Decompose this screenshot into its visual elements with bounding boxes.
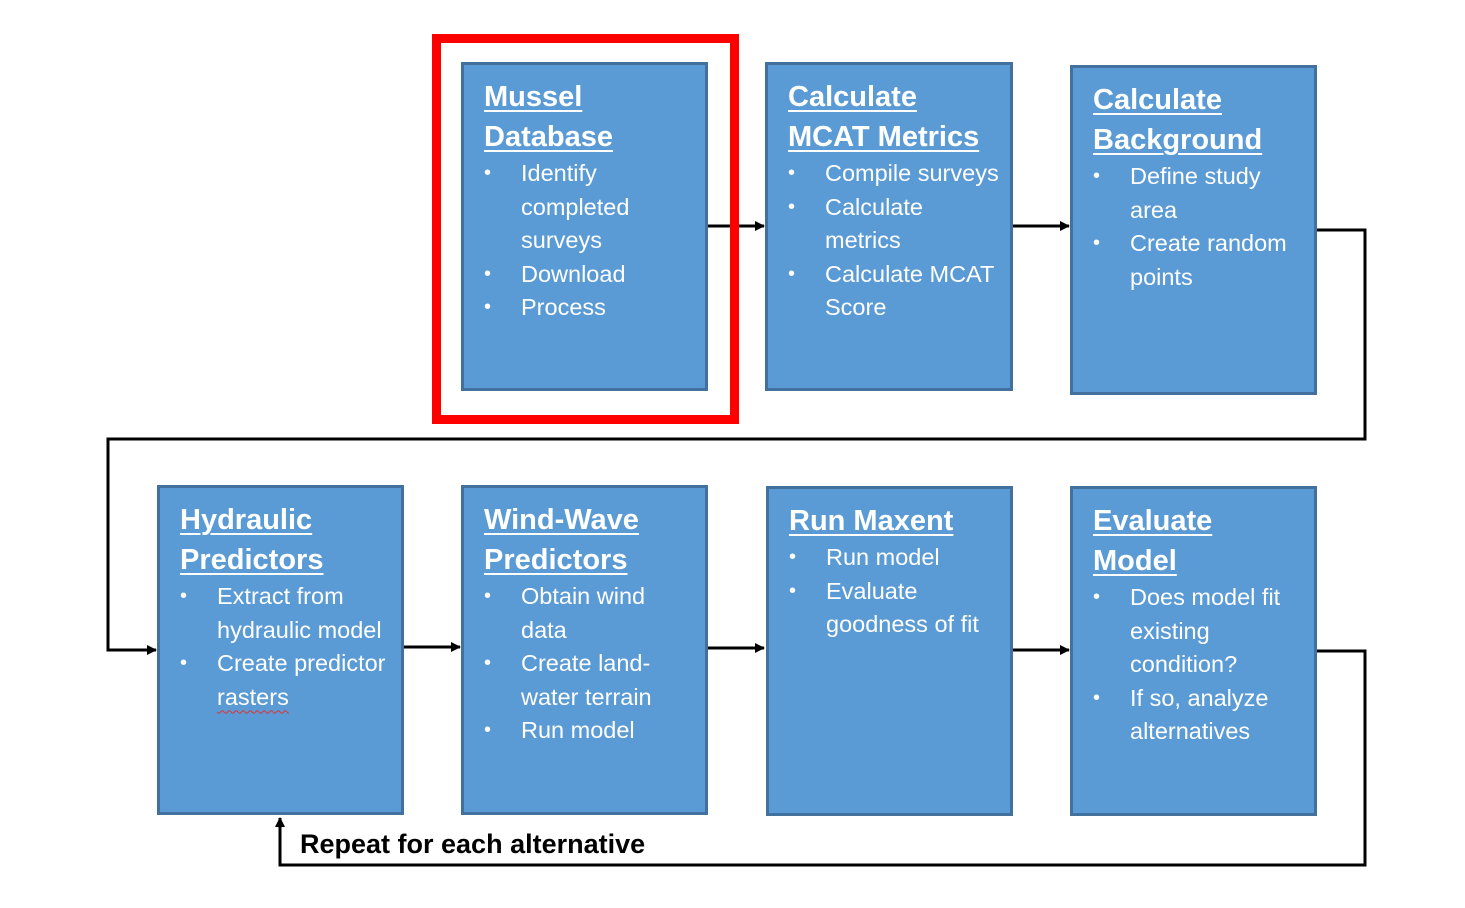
bullet-item: Create land-water terrain: [484, 647, 691, 714]
bullet-list: Run model Evaluate goodness of fit: [789, 541, 996, 642]
bullet-item: Calculate metrics: [788, 191, 1002, 258]
bullet-item: Identify completed surveys: [484, 157, 691, 258]
bullet-item: Obtain wind data: [484, 580, 691, 647]
box-title: Run Maxent: [789, 505, 954, 537]
bullet-item: Extract from hydraulic model: [180, 580, 387, 647]
bullet-list: Identify completed surveys Download Proc…: [484, 157, 691, 325]
bullet-item: Run model: [484, 714, 691, 748]
bullet-list: Compile surveys Calculate metrics Calcul…: [788, 157, 1002, 325]
bullet-list: Define study area Create random points: [1093, 160, 1300, 294]
bullet-list: Does model fit existing condition? If so…: [1093, 581, 1300, 749]
bullet-item: Create random points: [1093, 227, 1300, 294]
spellcheck-word: rasters: [217, 683, 289, 710]
bullet-item: Evaluate goodness of fit: [789, 575, 996, 642]
bullet-item: Define study area: [1093, 160, 1300, 227]
bullet-item: Does model fit existing condition?: [1093, 581, 1300, 682]
bullet-item: Run model: [789, 541, 996, 575]
bullet-item: Compile surveys: [788, 157, 1002, 191]
bullet-item: Calculate MCAT Score: [788, 258, 1002, 325]
bullet-item: Process: [484, 291, 691, 325]
bullet-list: Obtain wind data Create land-water terra…: [484, 580, 691, 748]
loop-label: Repeat for each alternative: [300, 829, 646, 859]
bullet-item: Download: [484, 258, 691, 292]
box-run-maxent: Run Maxent Run model Evaluate goodness o…: [766, 486, 1013, 816]
bullet-list: Extract from hydraulic model Create pred…: [180, 580, 387, 714]
bullet-item: If so, analyze alternatives: [1093, 682, 1300, 749]
highlight-frame: [432, 34, 739, 424]
